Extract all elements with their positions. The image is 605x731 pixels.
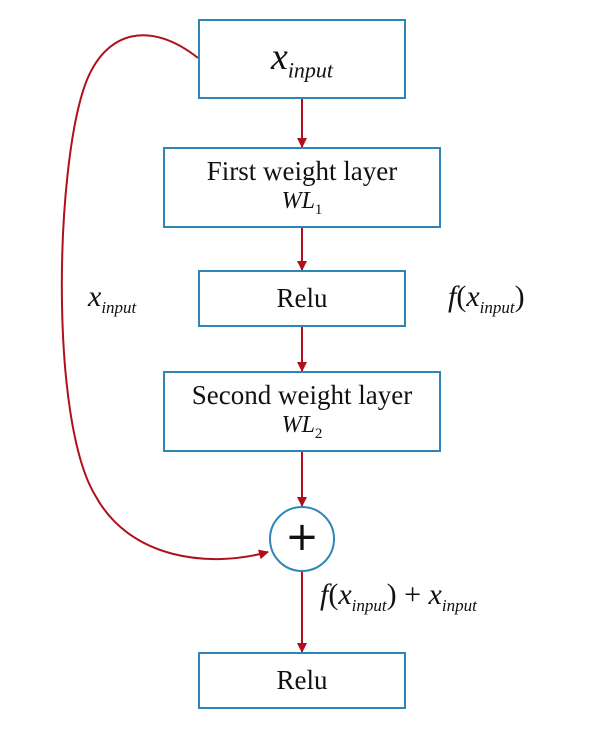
second-weight-layer-box: Second weight layer WL2 (163, 371, 441, 452)
first-weight-layer-box: First weight layer WL1 (163, 147, 441, 228)
skip-connection-label: xinput (88, 280, 137, 317)
relu-output-label: f(xinput) (448, 280, 525, 317)
input-variable: xinput (270, 35, 334, 83)
input-box: xinput (198, 19, 406, 99)
second-weight-layer-symbol: WL2 (281, 411, 323, 442)
skip-connection-curve (60, 34, 269, 561)
plus-icon: + (285, 514, 319, 560)
sum-label: f(xinput) + xinput (320, 578, 477, 615)
relu-box-1: Relu (198, 270, 406, 327)
addition-node: + (269, 506, 335, 572)
first-weight-layer-title: First weight layer (206, 156, 398, 187)
first-weight-layer-symbol: WL1 (281, 187, 323, 218)
relu-2-label: Relu (276, 664, 328, 695)
second-weight-layer-title: Second weight layer (191, 380, 413, 411)
relu-box-2: Relu (198, 652, 406, 709)
relu-1-label: Relu (276, 282, 328, 313)
